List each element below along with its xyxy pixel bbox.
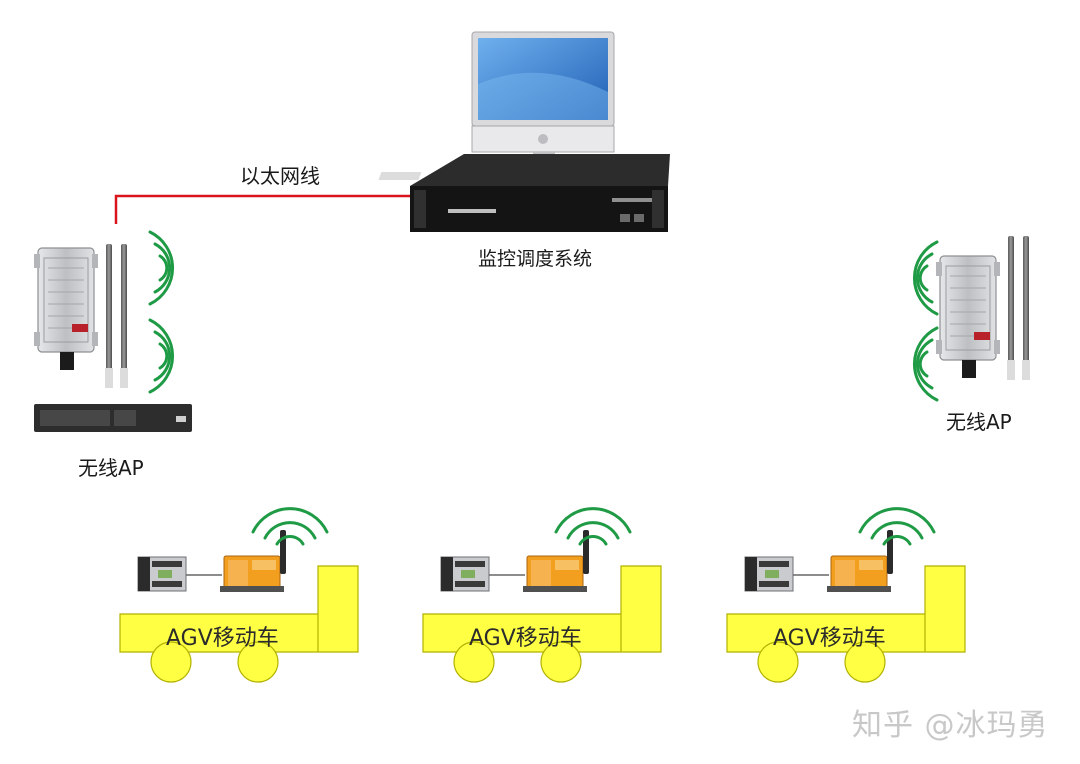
- ethernet-cable-label: 以太网线: [240, 164, 320, 188]
- wifi-waves-icon: [858, 507, 936, 546]
- agv-label: AGV移动车: [166, 626, 279, 651]
- agv-vehicle: [422, 507, 662, 683]
- plc-module-icon: [744, 556, 794, 592]
- wireless-modem-icon: [219, 529, 287, 593]
- wifi-waves-icon: [554, 507, 632, 546]
- agv-label: AGV移动车: [469, 626, 582, 651]
- wireless-modem-icon: [522, 529, 590, 593]
- monitor-system-label: 监控调度系统: [478, 248, 593, 270]
- agv-vehicle: [119, 507, 359, 683]
- wifi-waves-icon: [251, 507, 329, 546]
- ap-left-label: 无线AP: [78, 456, 144, 480]
- agv-label: AGV移动车: [773, 626, 886, 651]
- wireless-modem-icon: [826, 529, 894, 593]
- wifi-waves-icon: [148, 318, 175, 394]
- agv-vehicle: [726, 507, 966, 683]
- wifi-waves-icon: [912, 240, 939, 316]
- wifi-waves-icon: [148, 230, 175, 306]
- outdoor-access-point-icon: [935, 255, 1001, 379]
- wifi-waves-icon: [912, 326, 939, 402]
- rack-server-icon: [378, 154, 670, 232]
- ethernet-cable: [114, 194, 414, 224]
- antenna-icon: [105, 244, 128, 388]
- antenna-icon: [1007, 236, 1030, 380]
- outdoor-access-point-icon: [33, 247, 99, 371]
- plc-module-icon: [440, 556, 490, 592]
- desktop-computer-icon: [471, 31, 615, 170]
- network-switch-icon: [34, 404, 192, 432]
- watermark: 知乎 @冰玛勇: [852, 708, 1049, 743]
- plc-module-icon: [137, 556, 187, 592]
- ap-right-label: 无线AP: [946, 410, 1012, 434]
